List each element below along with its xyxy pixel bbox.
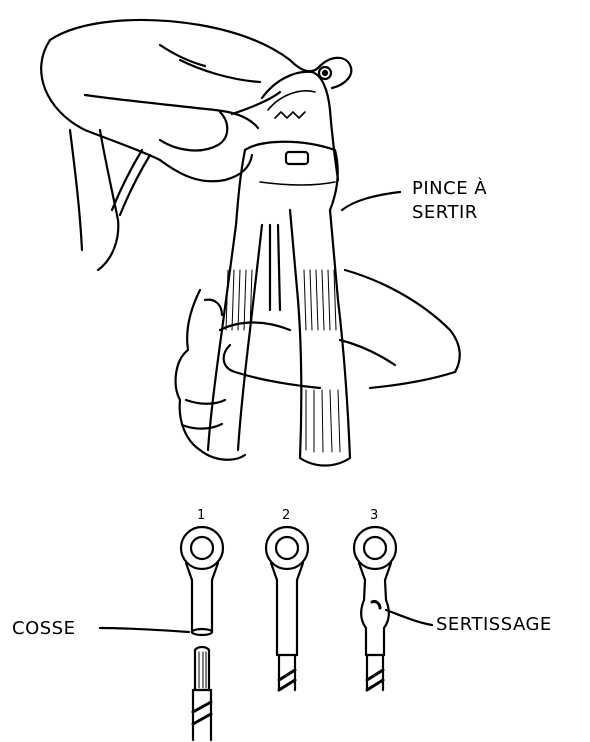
leader-cosse bbox=[100, 628, 189, 632]
lug-step-1 bbox=[181, 527, 223, 740]
lug-step-2 bbox=[266, 527, 308, 690]
label-cosse: COSSE bbox=[12, 618, 75, 640]
handle-hatching bbox=[226, 270, 340, 452]
label-pince-line1: PINCE À bbox=[412, 178, 487, 200]
leader-sertissage bbox=[386, 610, 432, 625]
upper-hand bbox=[41, 20, 351, 270]
crimping-pliers bbox=[208, 67, 350, 466]
label-pince-line2: SERTIR bbox=[412, 202, 478, 224]
step-number-2: 2 bbox=[282, 508, 290, 523]
step-number-1: 1 bbox=[197, 508, 205, 523]
label-sertissage: SERTISSAGE bbox=[436, 614, 552, 636]
leader-pince bbox=[342, 192, 400, 210]
step-number-3: 3 bbox=[370, 508, 378, 523]
lug-step-3 bbox=[354, 527, 396, 690]
